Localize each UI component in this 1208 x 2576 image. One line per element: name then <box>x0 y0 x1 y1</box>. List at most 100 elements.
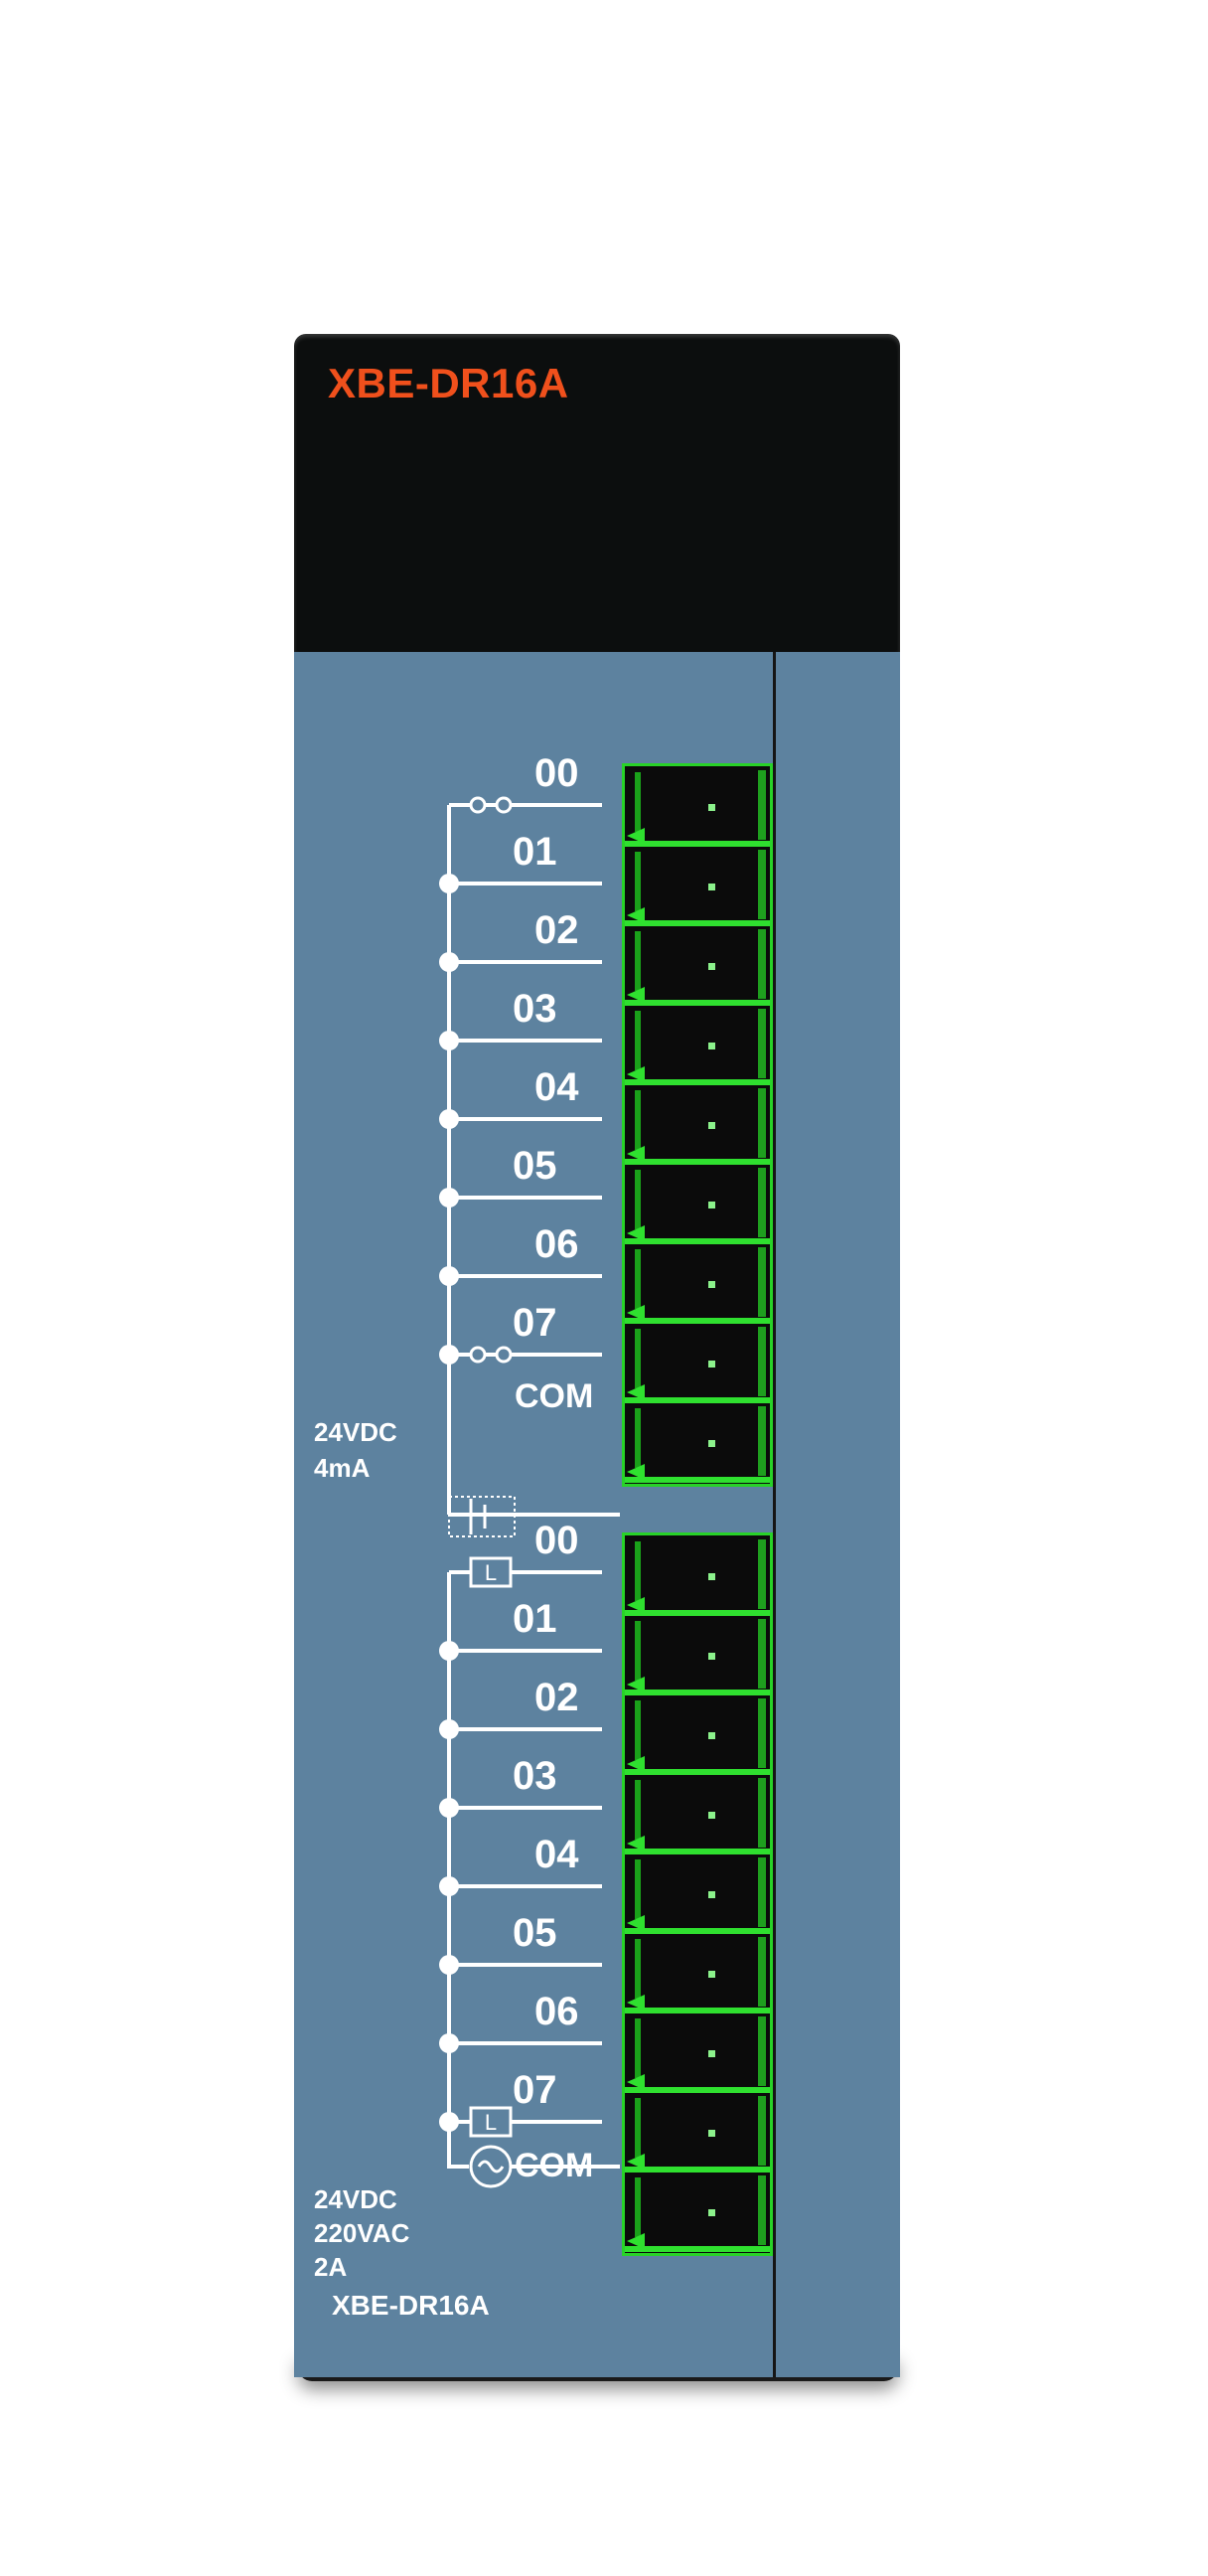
output-terminal-4[interactable] <box>625 1853 770 1934</box>
output-terminal-pin <box>708 1732 715 1739</box>
output-junction-dot-1 <box>439 1641 459 1661</box>
input-junction-dot-7 <box>439 1345 459 1365</box>
input-terminal-side <box>758 850 766 919</box>
input-terminal-lip <box>625 1238 770 1244</box>
output-terminal-side <box>758 2096 766 2166</box>
input-junction-dot-6 <box>439 1266 459 1286</box>
output-channel-label-01: 01 <box>513 1597 557 1641</box>
dc-source-symbol <box>448 1496 516 1537</box>
output-terminal-pin <box>708 2050 715 2057</box>
input-channel-label-05: 05 <box>513 1144 557 1188</box>
output-terminal-face-l <box>635 1541 641 1601</box>
output-junction-dot-4 <box>439 1876 459 1896</box>
input-terminal-pin <box>708 1043 715 1049</box>
output-terminal-1[interactable] <box>625 1615 770 1695</box>
output-terminal-face-l <box>635 2177 641 2237</box>
output-spec-dc-voltage: 24VDC <box>314 2184 397 2214</box>
input-channel-label-04: 04 <box>534 1065 579 1109</box>
input-channel-label-00: 00 <box>534 751 579 795</box>
input-terminal-face-l <box>635 931 641 991</box>
output-terminal-side <box>758 1619 766 1689</box>
input-terminal-lip <box>625 1477 770 1483</box>
input-terminal-pin <box>708 804 715 811</box>
input-terminal-lip <box>625 841 770 847</box>
input-terminal-pin <box>708 963 715 970</box>
input-com-label: COM <box>515 1377 594 1415</box>
output-terminal-5[interactable] <box>625 1933 770 2013</box>
output-com-bus <box>447 2122 469 2169</box>
output-junction-dot-5 <box>439 1955 459 1975</box>
module-top-cap: XBE-DR16A <box>294 334 900 652</box>
output-terminal-2[interactable] <box>625 1694 770 1775</box>
output-terminal-pin <box>708 1653 715 1660</box>
output-channel-label-02: 02 <box>534 1676 579 1719</box>
output-terminal-side <box>758 1937 766 2007</box>
input-terminal-side <box>758 929 766 999</box>
input-junction-dot-2 <box>439 952 459 972</box>
input-terminal-face-l <box>635 1170 641 1229</box>
input-terminal-side <box>758 770 766 840</box>
input-terminal-0[interactable] <box>625 766 770 847</box>
output-terminal-6[interactable] <box>625 2012 770 2093</box>
model-label-top: XBE-DR16A <box>328 360 569 406</box>
input-terminal-pin <box>708 1281 715 1288</box>
output-terminal-block[interactable] <box>622 1532 773 2256</box>
input-terminal-2[interactable] <box>625 925 770 1006</box>
output-terminal-lip <box>625 1928 770 1934</box>
output-spec-ac-voltage: 220VAC <box>314 2218 410 2248</box>
output-terminal-3[interactable] <box>625 1774 770 1854</box>
output-load-letter-7: L <box>485 2110 497 2135</box>
plc-io-module: XBE-DR16A COM 24VDC 4mA COM 24VDC 220VAC… <box>294 334 900 2385</box>
face-divider-line <box>773 652 776 2377</box>
output-terminal-lip <box>625 2167 770 2173</box>
input-terminal-4[interactable] <box>625 1084 770 1165</box>
output-terminal-side <box>758 2016 766 2086</box>
input-switch-contact-a-0 <box>469 796 487 814</box>
output-terminal-lip <box>625 1769 770 1775</box>
model-label-bottom: XBE-DR16A <box>332 2290 490 2321</box>
output-terminal-lip <box>625 1849 770 1854</box>
output-terminal-8[interactable] <box>625 2172 770 2252</box>
output-terminal-0[interactable] <box>625 1535 770 1616</box>
input-terminal-lip <box>625 1397 770 1403</box>
input-terminal-8[interactable] <box>625 1402 770 1483</box>
input-junction-dot-4 <box>439 1109 459 1129</box>
output-terminal-lip <box>625 2008 770 2013</box>
output-junction-dot-6 <box>439 2033 459 2053</box>
output-terminal-pin <box>708 2130 715 2137</box>
input-channel-label-03: 03 <box>513 987 557 1031</box>
input-terminal-pin <box>708 884 715 890</box>
input-channel-label-07: 07 <box>513 1301 557 1345</box>
input-terminal-block[interactable] <box>622 763 773 1487</box>
output-load-letter-0: L <box>485 1560 497 1585</box>
output-terminal-face-l <box>635 1700 641 1760</box>
output-channel-label-07: 07 <box>513 2068 557 2112</box>
ac-source-wave <box>477 2160 505 2174</box>
output-channel-label-04: 04 <box>534 1833 579 1876</box>
input-terminal-pin <box>708 1440 715 1447</box>
output-channel-label-05: 05 <box>513 1911 557 1955</box>
output-terminal-side <box>758 1857 766 1927</box>
input-junction-dot-1 <box>439 874 459 893</box>
input-terminal-6[interactable] <box>625 1243 770 1324</box>
output-terminal-7[interactable] <box>625 2092 770 2173</box>
input-terminal-7[interactable] <box>625 1323 770 1403</box>
output-terminal-lip <box>625 2087 770 2093</box>
output-terminal-pin <box>708 1573 715 1580</box>
input-terminal-3[interactable] <box>625 1005 770 1085</box>
output-channel-label-06: 06 <box>534 1990 579 2033</box>
input-terminal-lip <box>625 1000 770 1006</box>
input-terminal-1[interactable] <box>625 846 770 926</box>
input-channel-label-01: 01 <box>513 830 557 874</box>
output-terminal-lip <box>625 2246 770 2252</box>
input-terminal-side <box>758 1168 766 1237</box>
output-terminal-pin <box>708 1971 715 1978</box>
input-channel-label-02: 02 <box>534 908 579 952</box>
input-terminal-face-l <box>635 1011 641 1070</box>
input-terminal-5[interactable] <box>625 1164 770 1244</box>
input-terminal-side <box>758 1327 766 1396</box>
module-front-face: COM 24VDC 4mA COM 24VDC 220VAC 2A XBE-DR… <box>294 652 900 2377</box>
input-switch-contact-b-0 <box>495 796 513 814</box>
input-terminal-pin <box>708 1361 715 1368</box>
input-terminal-lip <box>625 1079 770 1085</box>
